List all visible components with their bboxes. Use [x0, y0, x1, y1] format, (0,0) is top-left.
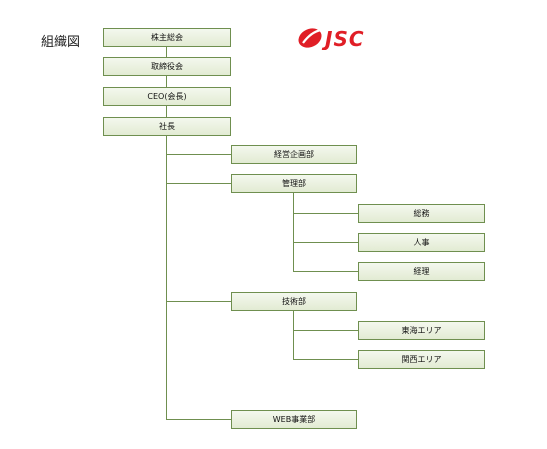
box-technology-dept: 技術部	[231, 292, 357, 311]
logo-swoosh-icon	[298, 28, 322, 48]
page-title: 組織図	[41, 35, 81, 50]
box-board-of-directors: 取締役会	[103, 57, 231, 76]
box-ceo: CEO(会長)	[103, 87, 231, 106]
box-human-resources: 人事	[358, 233, 485, 252]
box-corporate-planning: 経営企画部	[231, 145, 357, 164]
box-general-affairs: 総務	[358, 204, 485, 223]
box-web-business-dept: WEB事業部	[231, 410, 357, 429]
box-management-dept: 管理部	[231, 174, 357, 193]
box-shareholders-meeting: 株主総会	[103, 28, 231, 47]
box-tokai-area: 東海エリア	[358, 321, 485, 340]
jsc-logo: JSC	[298, 27, 365, 50]
box-accounting: 経理	[358, 262, 485, 281]
box-president: 社長	[103, 117, 231, 136]
logo-text: JSC	[321, 27, 365, 50]
box-kansai-area: 関西エリア	[358, 350, 485, 369]
